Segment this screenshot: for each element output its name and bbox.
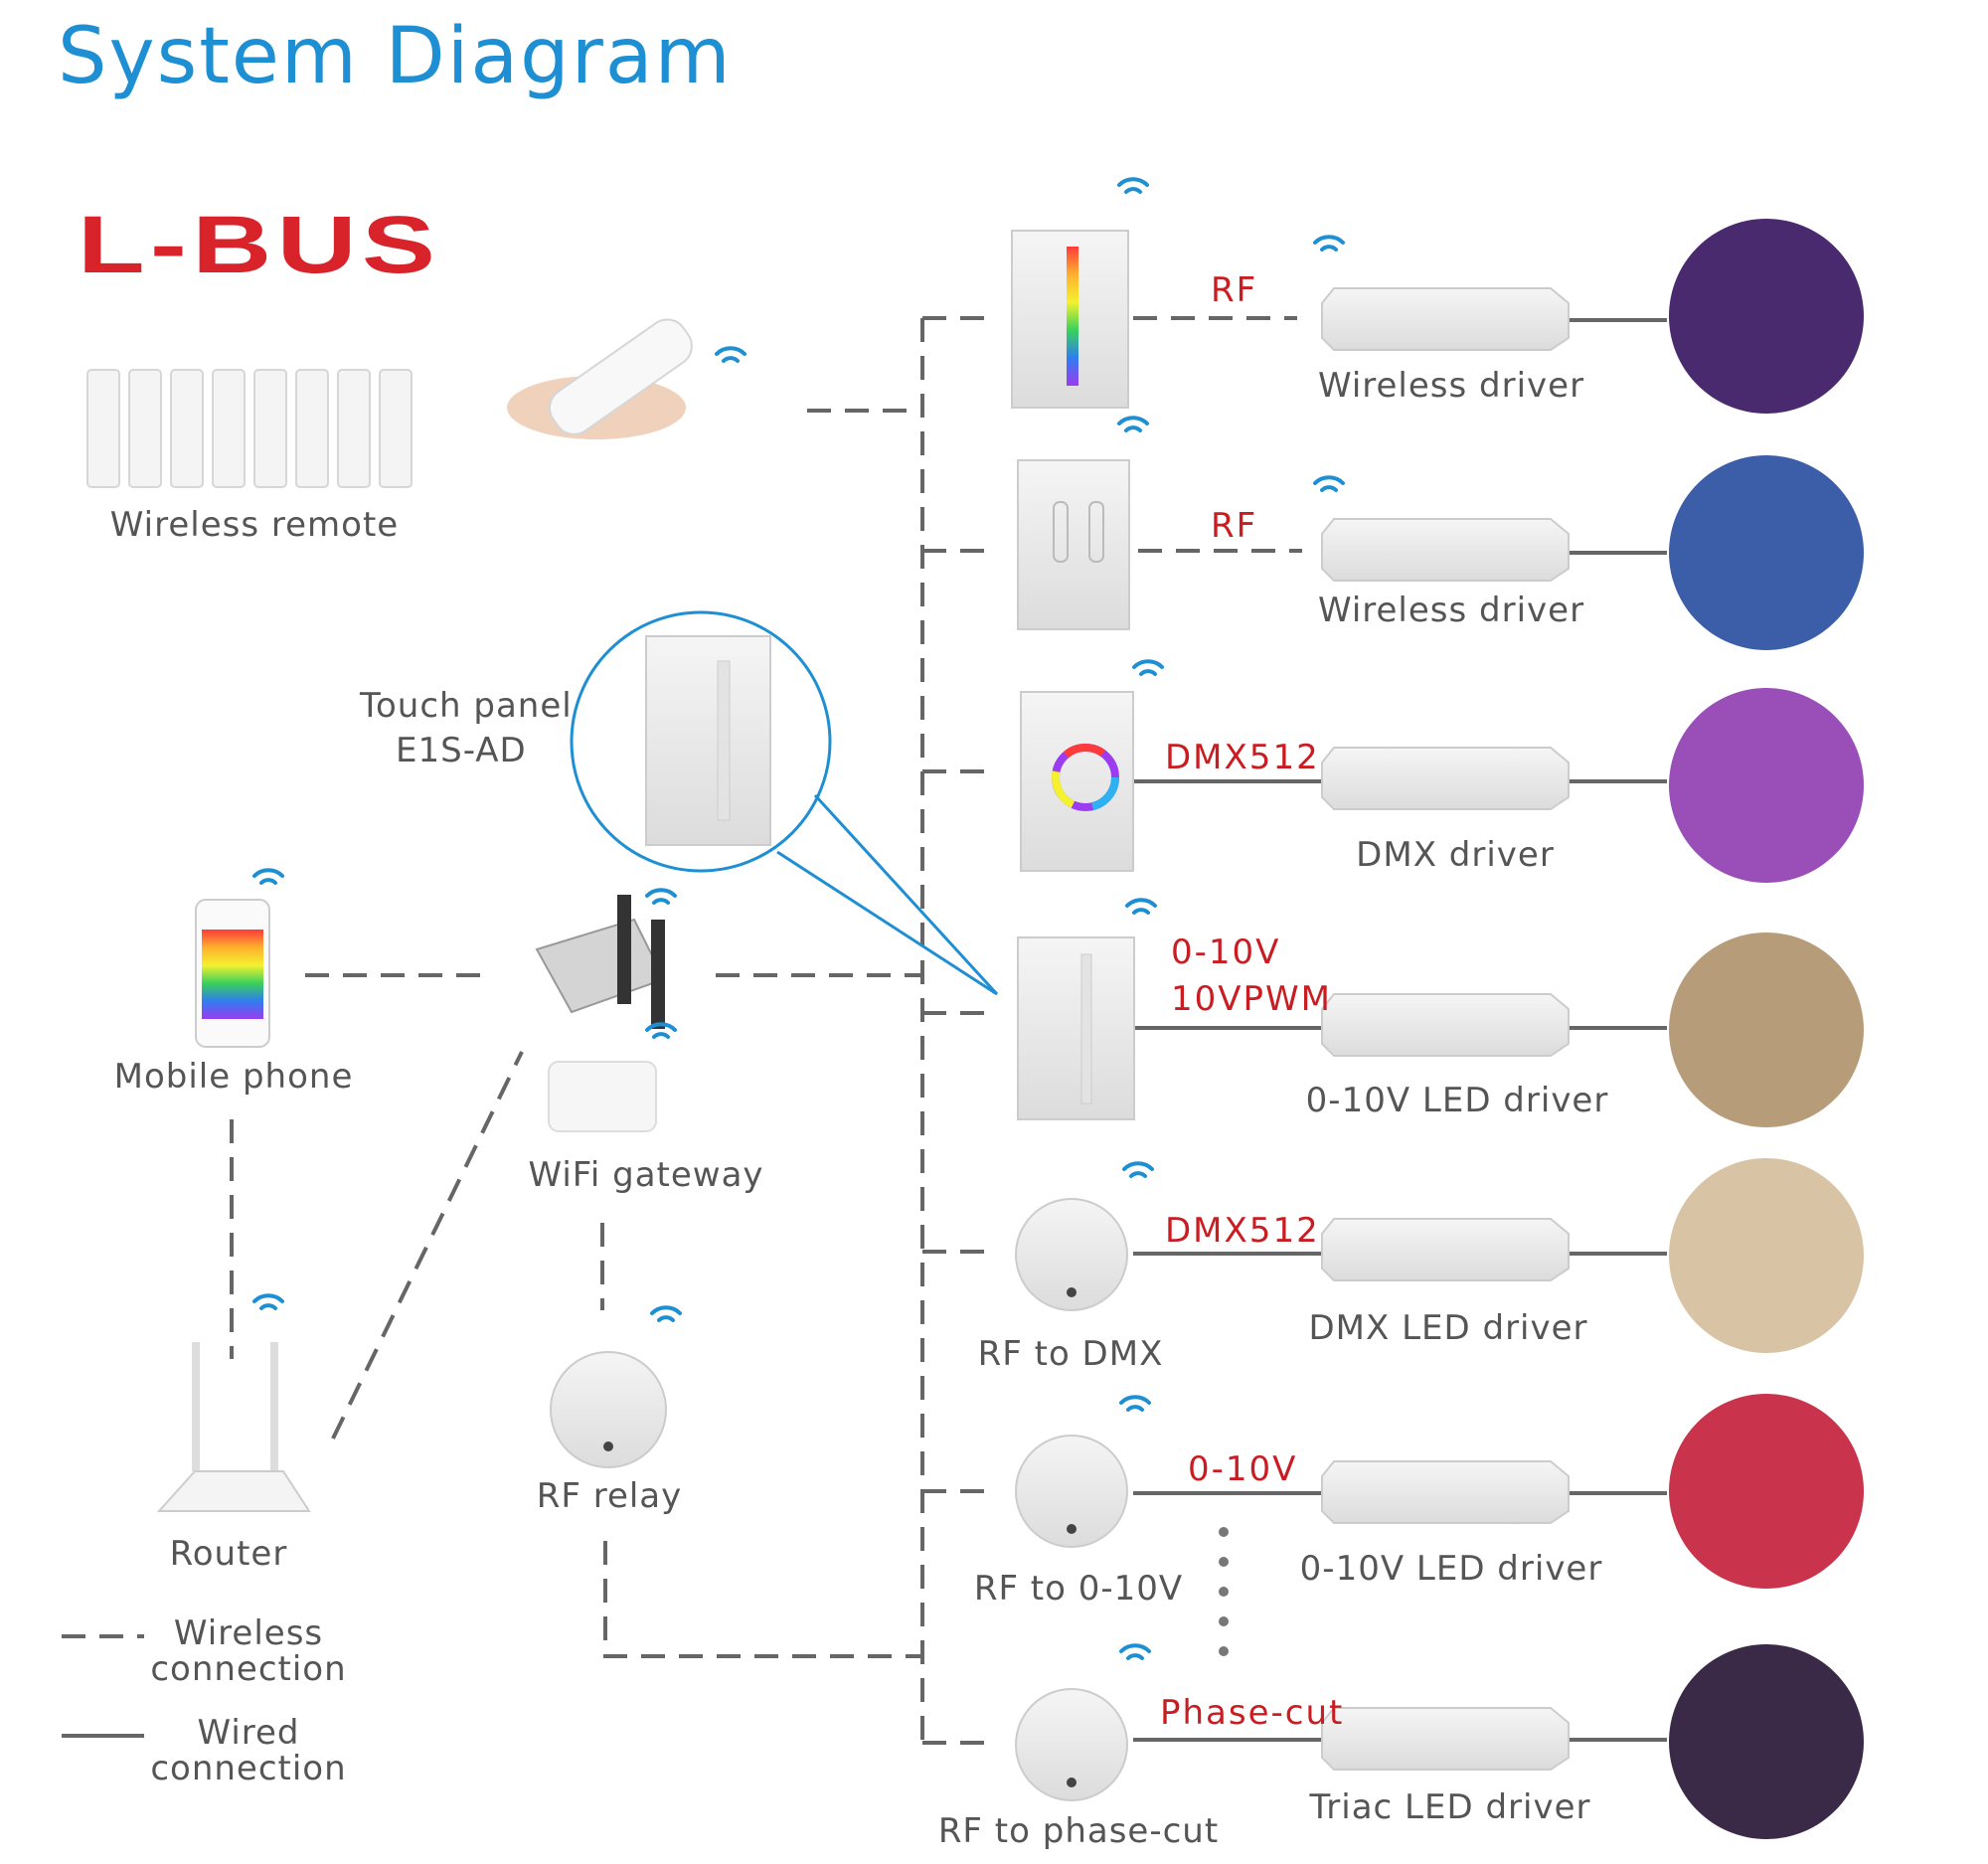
remote-group: [86, 369, 413, 488]
mobile-phone: [195, 899, 270, 1048]
page-title: System Diagram: [58, 12, 733, 101]
wifi-icon: [252, 868, 284, 885]
wifi-icon: [1132, 659, 1164, 676]
panel-dimmer: [1017, 936, 1135, 1120]
converter-rf-relay: [550, 1351, 667, 1468]
driver-label-4: 0-10V LED driver: [1305, 1081, 1609, 1120]
driver-label-2: Wireless driver: [1317, 591, 1585, 630]
converter-rf-010v: [1015, 1435, 1128, 1548]
converter-rf-dmx: [1015, 1198, 1128, 1311]
legend-wireless-label: Wireless: [173, 1613, 324, 1653]
touch-panel-label: Touch panel: [360, 686, 573, 726]
wifi-icon: [1117, 177, 1149, 194]
signal-label-4b: 10VPWM: [1171, 979, 1332, 1019]
panel-dual-switch: [1017, 459, 1130, 630]
mobile-phone-label: Mobile phone: [113, 1057, 354, 1097]
controller-label-5: RF to DMX: [977, 1334, 1164, 1374]
ellipsis-dot: [1219, 1527, 1229, 1537]
wifi-icon: [1125, 898, 1157, 915]
wifi-icon: [650, 1305, 682, 1322]
wifi-icon: [1313, 475, 1345, 492]
driver-label-6: 0-10V LED driver: [1299, 1549, 1603, 1589]
controller-label-7: RF to phase-cut: [937, 1811, 1220, 1851]
panel-color-wheel: [1020, 691, 1134, 872]
wifi-icon: [1119, 1395, 1151, 1412]
wireless-remote-label: Wireless remote: [109, 505, 400, 545]
hand-remote: [507, 318, 693, 439]
wifi-icon: [1117, 416, 1149, 432]
signal-label-2: RF: [1211, 506, 1258, 546]
wifi-icon: [1119, 1643, 1151, 1660]
router-label: Router: [169, 1534, 288, 1574]
ellipsis-dot: [1219, 1616, 1229, 1626]
legend-wired-label-2: connection: [150, 1749, 347, 1788]
driver-label-5: DMX LED driver: [1308, 1308, 1588, 1348]
signal-label-7: Phase-cut: [1160, 1693, 1345, 1733]
driver-label-3: DMX driver: [1356, 835, 1555, 875]
ellipsis-dot: [1219, 1587, 1229, 1597]
callout-panel: [645, 635, 771, 846]
panel-rainbow: [1011, 230, 1129, 409]
wifi-icon: [252, 1293, 284, 1310]
relay-to-bus-line: [603, 1541, 922, 1658]
legend-wired-label: Wired: [197, 1713, 300, 1753]
wifi-icon: [645, 1022, 677, 1039]
ellipsis-dot: [1219, 1646, 1229, 1656]
touch-panel-callout: [570, 610, 999, 996]
signal-label-4: 0-10V: [1171, 932, 1281, 972]
controller-label-6: RF to 0-10V: [973, 1569, 1184, 1609]
ellipsis-dot: [1219, 1557, 1229, 1567]
signal-label-5: DMX512: [1165, 1211, 1320, 1251]
rf-relay-label: RF relay: [536, 1476, 683, 1516]
router: [156, 1342, 311, 1512]
signal-label-3: DMX512: [1165, 738, 1320, 777]
router-to-gateway-line: [331, 1051, 524, 1440]
legend-wireless-label-2: connection: [150, 1649, 347, 1689]
wifi-gateway: [535, 895, 666, 1132]
wifi-icon: [1122, 1161, 1154, 1178]
signal-label-1: RF: [1211, 270, 1258, 310]
wifi-icon: [1313, 235, 1345, 252]
wifi-icon: [645, 888, 677, 905]
touch-panel-model: E1S-AD: [396, 731, 527, 770]
wifi-icon: [715, 346, 746, 363]
driver-boxes: [1321, 287, 1570, 1771]
brand-logo: L-BUS: [78, 200, 441, 290]
driver-label-7: Triac LED driver: [1309, 1787, 1591, 1827]
signal-label-6: 0-10V: [1188, 1449, 1298, 1489]
driver-label-1: Wireless driver: [1317, 366, 1585, 406]
wifi-gateway-label: WiFi gateway: [528, 1155, 764, 1195]
scene-photos: [1669, 219, 1864, 1839]
converter-rf-phase: [1015, 1688, 1128, 1801]
